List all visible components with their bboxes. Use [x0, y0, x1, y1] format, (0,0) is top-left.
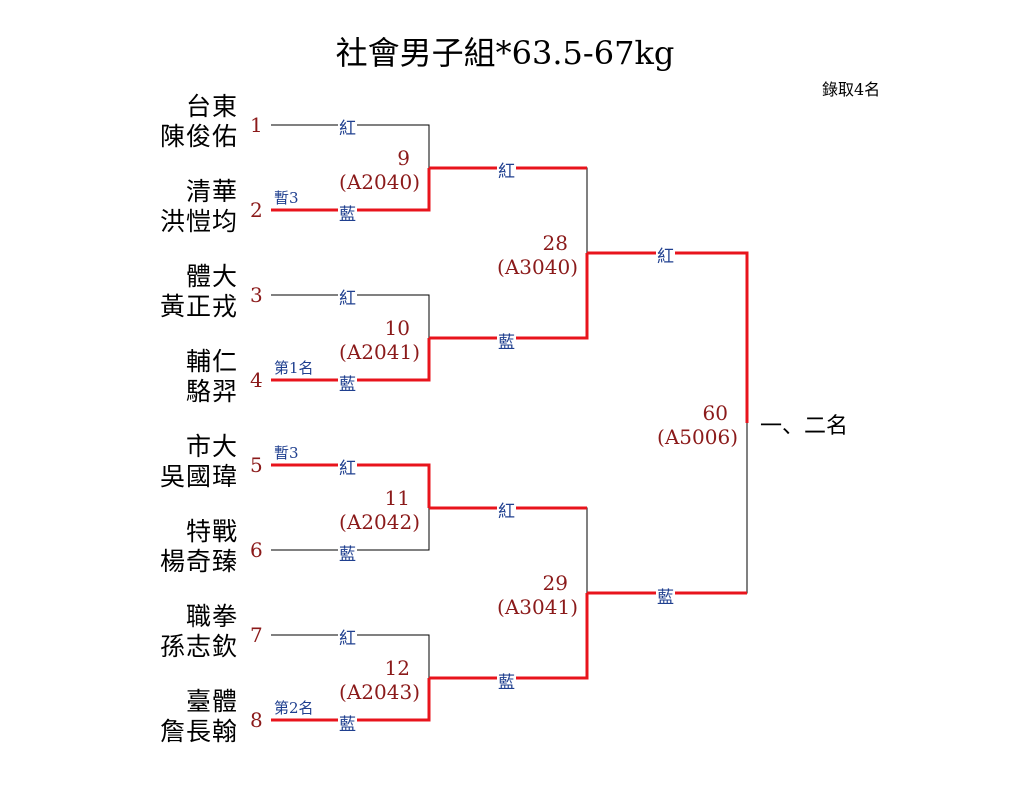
line-entrant-8 — [271, 678, 431, 722]
corner-red-label: 紅 — [338, 114, 357, 139]
seed-number: 7 — [250, 623, 263, 647]
match-number: 29 — [542, 571, 568, 595]
corner-blue-label: 藍 — [338, 200, 357, 225]
entrant-name: 楊奇臻 — [159, 547, 238, 576]
corner-red-label: 紅 — [338, 624, 357, 649]
entrant-team: 市大 — [185, 432, 238, 461]
entrant-team: 特戰 — [185, 517, 238, 546]
match-number: 28 — [542, 231, 568, 255]
seed-number: 1 — [250, 113, 263, 137]
match-code: (A2043) — [339, 680, 420, 704]
entrant-5: 市大吳國瑋 — [28, 432, 238, 492]
entrant-1: 台東陳俊佑 — [28, 92, 238, 152]
entrant-team: 臺體 — [185, 687, 238, 716]
match-number: 60 — [702, 401, 728, 425]
entrant-2: 清華洪愷均 — [28, 177, 238, 237]
bracket-title: 社會男子組*63.5-67kg — [335, 34, 675, 72]
entrant-team: 體大 — [185, 262, 238, 291]
entrant-name: 洪愷均 — [159, 207, 238, 236]
entrant-8: 臺體詹長翰 — [28, 687, 238, 747]
corner-blue-label: 藍 — [656, 583, 675, 608]
entrant-team: 清華 — [185, 177, 238, 206]
entrant-team: 輔仁 — [185, 347, 238, 376]
match-code: (A2040) — [339, 170, 420, 194]
status-tag: 暫3 — [274, 189, 299, 207]
corner-red-label: 紅 — [338, 284, 357, 309]
match-number: 10 — [384, 316, 410, 340]
match-code: (A5006) — [657, 425, 738, 449]
seed-number: 8 — [250, 708, 263, 732]
status-tag: 第2名 — [274, 699, 314, 717]
match-code: (A2041) — [339, 340, 420, 364]
line-sf-1 — [587, 251, 749, 423]
entrant-name: 陳俊佑 — [159, 122, 238, 151]
entrant-4: 輔仁駱羿 — [28, 347, 238, 407]
seed-number: 6 — [250, 538, 263, 562]
status-tag: 暫3 — [274, 444, 299, 462]
entrant-name: 詹長翰 — [159, 717, 238, 746]
entrant-6: 特戰楊奇臻 — [28, 517, 238, 577]
entrant-name: 駱羿 — [185, 377, 238, 406]
line-r2-2 — [429, 253, 589, 340]
corner-blue-label: 藍 — [338, 370, 357, 395]
match-number: 11 — [384, 486, 410, 510]
entrant-7: 職拳孫志欽 — [28, 602, 238, 662]
match-code: (A3040) — [497, 255, 578, 279]
match-code: (A3041) — [497, 595, 578, 619]
corner-blue-label: 藍 — [338, 540, 357, 565]
corner-blue-label: 藍 — [497, 668, 516, 693]
line-entrant-4 — [271, 338, 431, 382]
entrant-team: 職拳 — [185, 602, 238, 631]
seed-number: 2 — [250, 198, 263, 222]
line-r2-4 — [429, 593, 589, 680]
qualifier-note: 錄取4名 — [822, 80, 881, 99]
corner-red-label: 紅 — [497, 497, 516, 522]
match-code: (A2042) — [339, 510, 420, 534]
corner-red-label: 紅 — [497, 157, 516, 182]
seed-number: 3 — [250, 283, 263, 307]
seed-number: 5 — [250, 453, 263, 477]
status-tag: 第1名 — [274, 359, 314, 377]
corner-blue-label: 藍 — [338, 710, 357, 735]
corner-blue-label: 藍 — [497, 328, 516, 353]
line-entrant-5 — [271, 463, 431, 508]
line-entrant-6 — [271, 508, 430, 551]
final-placement-label: 一、二名 — [760, 414, 849, 439]
match-number: 12 — [384, 656, 410, 680]
entrant-name: 孫志欽 — [159, 632, 238, 661]
line-entrant-7 — [271, 634, 430, 678]
corner-red-label: 紅 — [656, 242, 675, 267]
entrant-name: 吳國瑋 — [159, 462, 238, 491]
entrant-team: 台東 — [185, 92, 238, 121]
entrant-3: 體大黃正戎 — [28, 262, 238, 322]
corner-red-label: 紅 — [338, 454, 357, 479]
line-entrant-2 — [271, 168, 431, 212]
line-entrant-3 — [271, 294, 430, 338]
seed-number: 4 — [250, 368, 263, 392]
entrant-name: 黃正戎 — [159, 292, 238, 321]
match-number: 9 — [397, 146, 410, 170]
line-entrant-1 — [271, 124, 430, 168]
